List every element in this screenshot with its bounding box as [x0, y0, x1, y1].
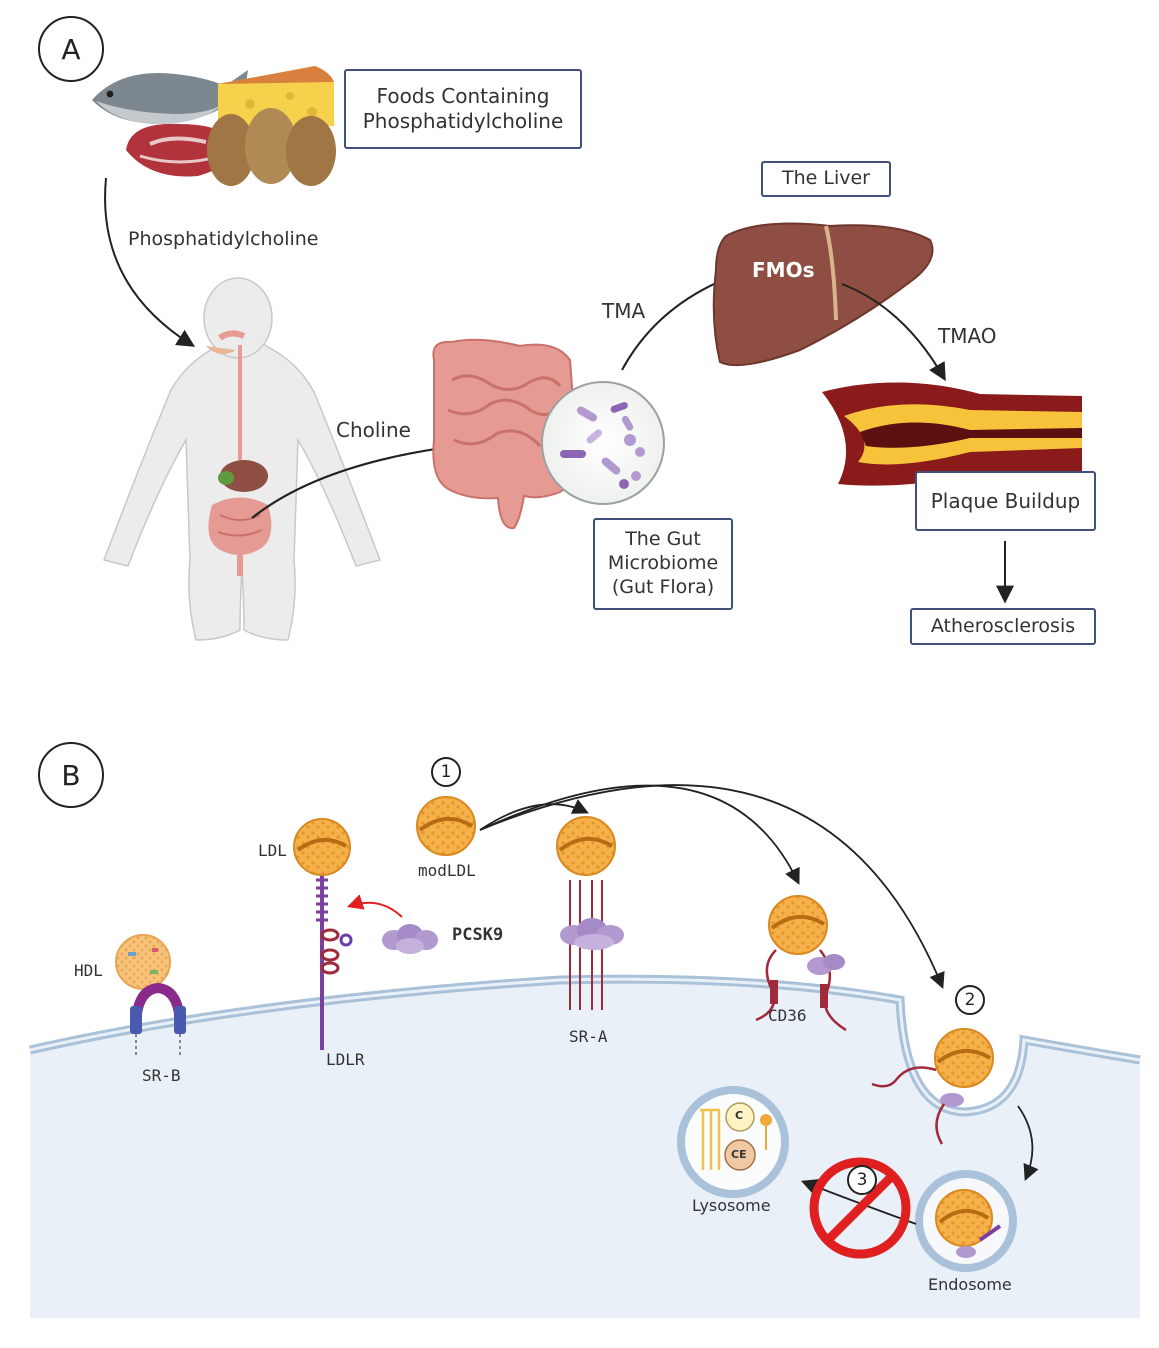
- lysosome-icon: [677, 1086, 789, 1198]
- phosphatidylcholine-label: Phosphatidylcholine: [128, 228, 319, 250]
- pcsk9-label: PCSK9: [452, 925, 504, 945]
- cd36-receptor: [755, 949, 847, 1032]
- modldl-particle: [416, 796, 476, 856]
- sra-bound-ldl: [556, 816, 616, 876]
- pcsk9-protein: [382, 924, 438, 954]
- srb-label: SR-B: [142, 1066, 181, 1085]
- sra-receptor: [560, 880, 624, 1010]
- sra-label: SR-A: [569, 1027, 608, 1046]
- microbiome-icon: [541, 381, 665, 505]
- modldl-to-endocytosis-arrow: [479, 784, 945, 989]
- atherosclerosis-box: Atherosclerosis: [910, 608, 1096, 645]
- srb-receptor: [130, 982, 186, 1058]
- fmos-label: FMOs: [752, 258, 815, 282]
- microbiome-box: The Gut Microbiome (Gut Flora): [593, 518, 733, 610]
- eggs-icon: [207, 108, 336, 186]
- modldl-to-cd36-arrow: [479, 784, 800, 885]
- cheese-icon: [218, 66, 334, 126]
- to-endosome-arrow: [1017, 1105, 1039, 1181]
- ldl-label: LDL: [258, 841, 287, 860]
- step-2-badge: 2: [955, 985, 985, 1015]
- intestine-icon: [432, 338, 578, 530]
- lysosome-c-label: C: [735, 1109, 744, 1122]
- cd36-label: CD36: [768, 1006, 807, 1025]
- lysosome-label: Lysosome: [692, 1196, 771, 1215]
- tmao-label: TMAO: [938, 324, 997, 348]
- endosome-label: Endosome: [928, 1275, 1012, 1294]
- liver-icon: [712, 222, 934, 367]
- lysosome-ce-label: CE: [731, 1148, 747, 1161]
- hdl-label: HDL: [74, 961, 103, 980]
- ldlr-label: LDLR: [326, 1050, 365, 1069]
- modldl-label: modLDL: [418, 861, 476, 880]
- hdl-particle: [115, 934, 171, 990]
- food-illustration: [92, 66, 336, 186]
- fish-icon: [92, 70, 250, 124]
- tma-label: TMA: [602, 299, 646, 323]
- pcsk9-arrow: [346, 894, 403, 918]
- ldlr-receptor: [316, 876, 353, 1050]
- ldl-particle: [293, 818, 351, 876]
- prohibited-icon: [809, 1157, 911, 1259]
- human-body-icon: [103, 277, 381, 641]
- modldl-to-sra-arrow: [479, 799, 589, 831]
- panel-a-badge: A: [38, 16, 104, 82]
- endosome-icon: [915, 1170, 1017, 1272]
- cd36-bound-ldl: [768, 895, 828, 955]
- choline-label: Choline: [336, 418, 411, 442]
- foods-box: Foods Containing Phosphatidylcholine: [344, 69, 582, 149]
- plaque-box: Plaque Buildup: [915, 471, 1096, 531]
- tmao-arrow: [841, 283, 946, 382]
- liver-box: The Liver: [761, 161, 891, 197]
- panel-b-badge: B: [38, 742, 104, 808]
- cell-body: [30, 979, 1140, 1318]
- endocytosis-ldl: [871, 1028, 994, 1145]
- phosphatidylcholine-arrow: [104, 177, 196, 347]
- step-3-badge: 3: [847, 1165, 877, 1195]
- artery-icon: [822, 382, 1082, 486]
- step-1-badge: 1: [431, 757, 461, 787]
